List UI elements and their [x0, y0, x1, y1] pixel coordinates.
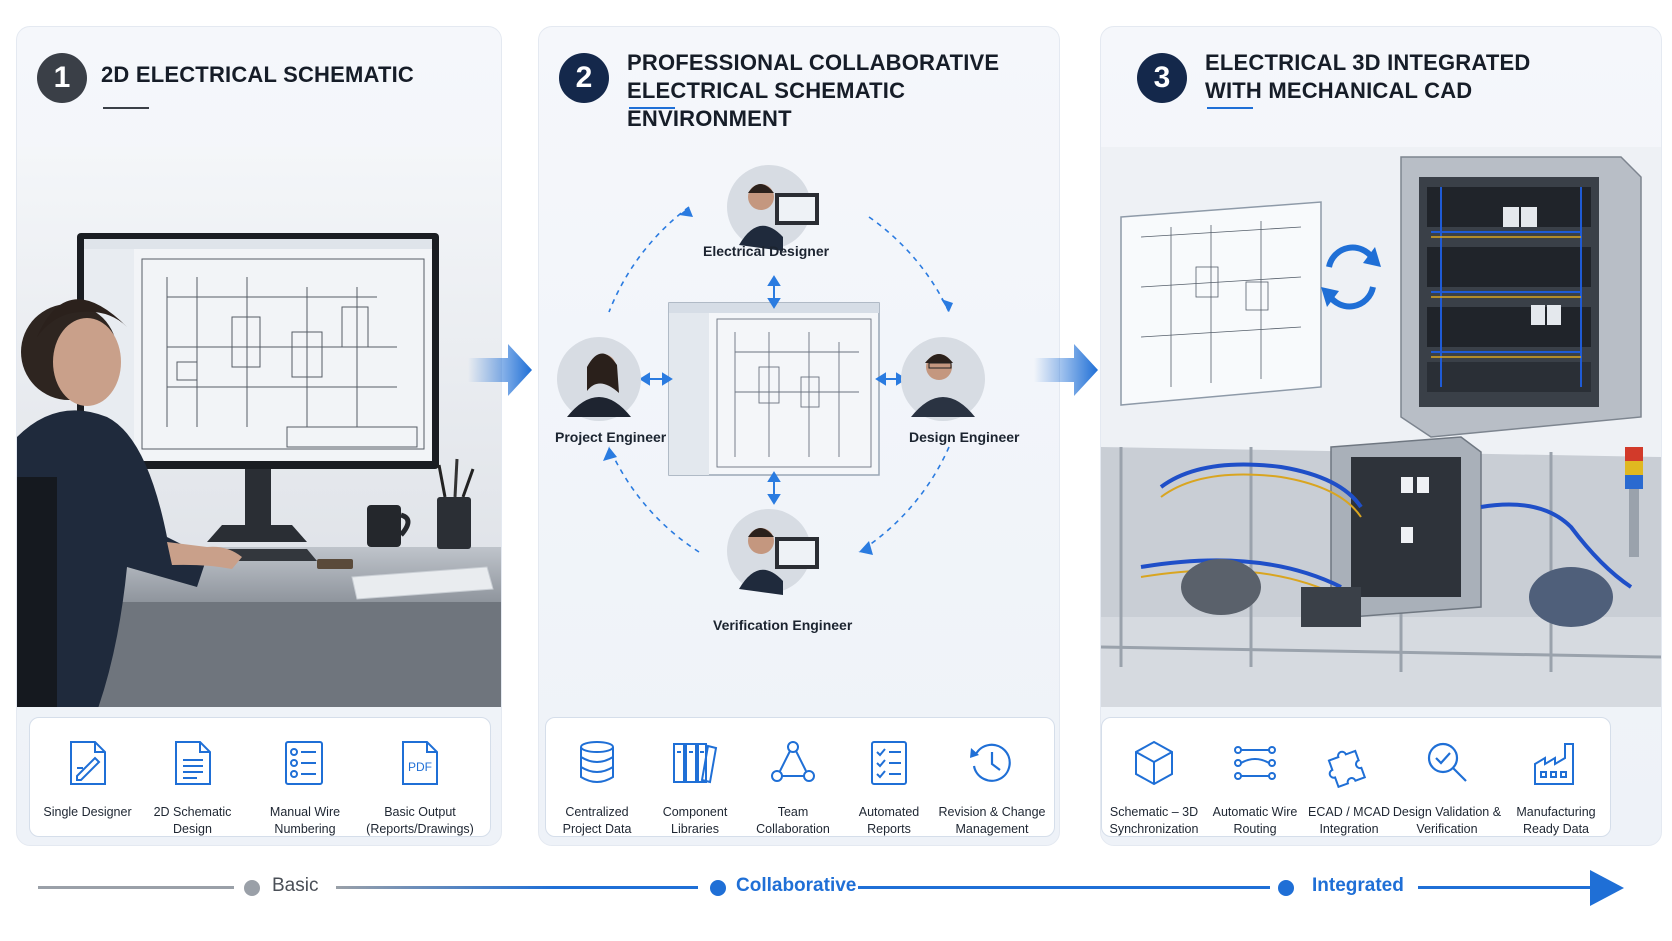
step-number-1: 1 [37, 53, 87, 103]
panel-3-title-line-1: ELECTRICAL 3D INTEGRATED [1205, 50, 1531, 75]
panel-2d-schematic: 1 2D ELECTRICAL SCHEMATIC [16, 26, 502, 846]
timeline-dot-basic [244, 880, 260, 896]
report-icon [871, 741, 907, 785]
panel-2-title-line-2: ELECTRICAL SCHEMATIC ENVIRONMENT [627, 78, 906, 131]
role-label-electrical-designer: Electrical Designer [703, 243, 830, 259]
avatar-verification-engineer [727, 509, 819, 595]
role-label-verification-engineer: Verification Engineer [713, 617, 853, 633]
panel-3-title-rule [1207, 107, 1253, 109]
magnifier-check-icon [1427, 742, 1467, 782]
3d-cabinet-machine-illustration [1101, 147, 1661, 707]
pencil-page-icon [69, 741, 106, 785]
feature-single-designer: Single Designer [40, 718, 135, 836]
progression-arrow-2 [1034, 344, 1098, 396]
timeline-label-integrated: Integrated [1312, 875, 1404, 896]
panel-3-title: ELECTRICAL 3D INTEGRATED WITH MECHANICAL… [1205, 49, 1530, 105]
network-icon [771, 741, 815, 782]
timeline-label-collaborative: Collaborative [736, 875, 857, 896]
timeline-segment-basic [38, 886, 234, 889]
panel-2-title: PROFESSIONAL COLLABORATIVE ELECTRICAL SC… [627, 49, 1059, 133]
timeline-segment-end [1418, 886, 1598, 889]
pdf-icon: PDF [402, 741, 438, 785]
database-icon [580, 741, 614, 783]
timeline-dot-collaborative [710, 880, 726, 896]
timeline-segment-to-integrated [858, 886, 1270, 889]
progression-arrow-1 [468, 344, 532, 396]
step-number-3: 3 [1137, 53, 1187, 103]
timeline-segment-to-collaborative [336, 886, 698, 889]
panel-collaborative: 2 PROFESSIONAL COLLABORATIVE ELECTRICAL … [538, 26, 1060, 846]
collaboration-diagram [557, 165, 985, 595]
history-icon [970, 743, 1011, 782]
checklist-icon [285, 741, 323, 785]
document-icon [174, 741, 211, 785]
panel-2-title-line-1: PROFESSIONAL COLLABORATIVE [627, 50, 1000, 75]
routing-icon [1234, 746, 1276, 780]
panel-1-title-rule [103, 107, 149, 109]
feature-design-validation: Design Validation &Verification [1392, 718, 1502, 836]
factory-icon [1534, 743, 1574, 785]
timeline-dot-integrated [1278, 880, 1294, 896]
panel-1-title: 2D ELECTRICAL SCHEMATIC [101, 61, 414, 89]
panel-3-title-line-2: WITH MECHANICAL CAD [1205, 78, 1473, 103]
avatar-project-engineer [557, 337, 641, 421]
panel-1-title-line-1: 2D ELECTRICAL SCHEMATIC [101, 62, 415, 87]
avatar-electrical-designer [727, 165, 819, 251]
library-icon [673, 743, 718, 784]
svg-text:PDF: PDF [408, 760, 432, 774]
role-label-design-engineer: Design Engineer [909, 429, 1020, 445]
timeline-label-basic: Basic [272, 875, 319, 896]
feature-label: Single Designer [43, 805, 132, 819]
avatar-design-engineer [901, 337, 985, 421]
timeline-arrowhead-icon [1590, 870, 1624, 906]
step-number-2: 2 [559, 53, 609, 103]
designer-at-desk-illustration [17, 147, 501, 707]
feature-basic-output: PDF Basic Output(Reports/Drawings) [360, 718, 480, 836]
feature-label: Basic Output(Reports/Drawings) [366, 805, 474, 836]
cube-icon [1135, 740, 1173, 786]
panel-2-title-rule [629, 107, 675, 109]
role-label-project-engineer: Project Engineer [555, 429, 667, 445]
sync-icon [1326, 244, 1376, 310]
feature-label: Design Validation &Verification [1392, 805, 1502, 836]
panel-3d-integrated: 3 ELECTRICAL 3D INTEGRATED WITH MECHANIC… [1100, 26, 1662, 846]
puzzle-icon [1327, 749, 1367, 788]
